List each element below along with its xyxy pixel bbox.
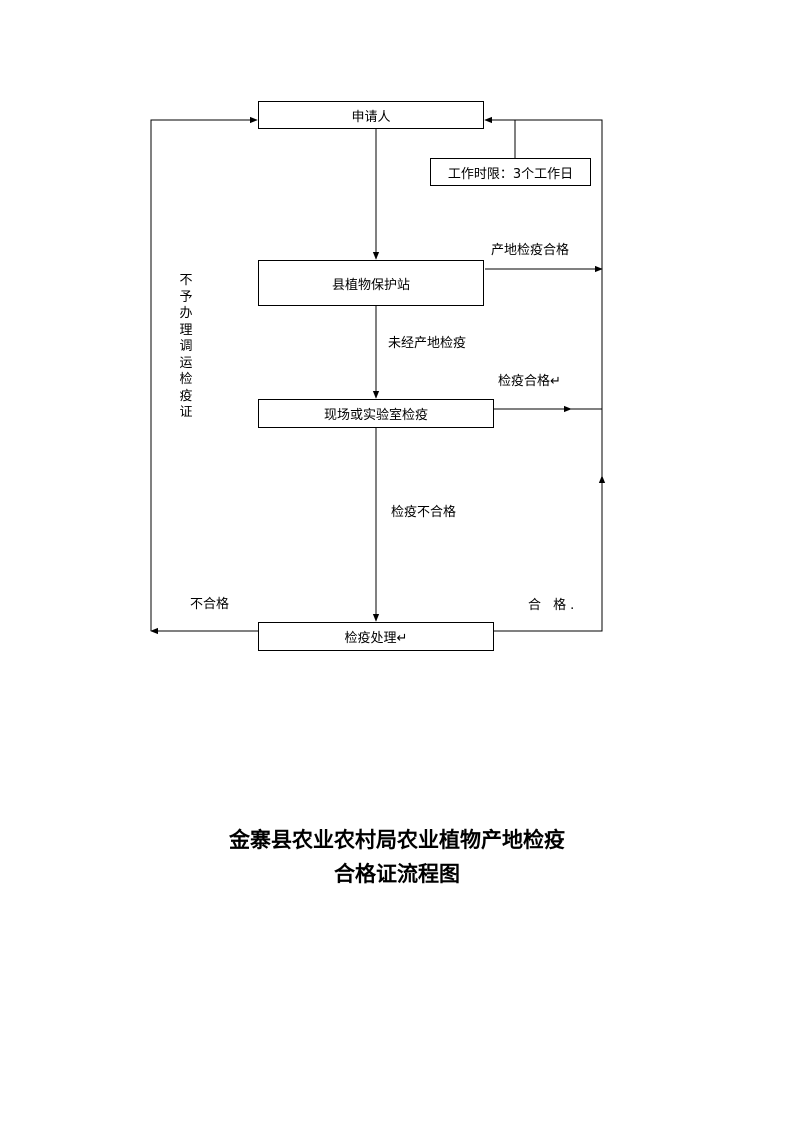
flowchart: 申请人 工作时限：3个工作日 县植物保护站 现场或实验室检疫 检疫处理↵ 产地检… [150, 101, 606, 651]
county-station-box: 县植物保护站 [258, 260, 484, 306]
work-time-box: 工作时限：3个工作日 [430, 158, 591, 186]
connector-return-to-applicant [484, 116, 603, 476]
edge-label-inspection-failed: 检疫不合格 [391, 505, 457, 520]
county-station-label: 县植物保护站 [331, 277, 410, 293]
quarantine-handling-label: 检疫处理↵ [344, 631, 408, 646]
field-lab-inspection-label: 现场或实验室检疫 [323, 408, 428, 423]
edge-label-passed: 合 格. [528, 598, 579, 613]
flowchart-connectors [150, 116, 606, 635]
edge-label-no-origin-inspection: 未经产地检疫 [388, 336, 467, 351]
side-label-no-permit: 不予办理调运检疫证 [179, 273, 193, 420]
applicant-box: 申请人 [258, 101, 484, 129]
field-lab-inspection-box: 现场或实验室检疫 [258, 399, 494, 428]
caption-line-2: 合格证流程图 [334, 861, 460, 886]
edge-label-inspection-passed: 检疫合格↵ [498, 374, 561, 389]
work-time-label: 工作时限：3个工作日 [447, 166, 574, 182]
applicant-label: 申请人 [351, 109, 391, 125]
connector-handling-passed [494, 475, 606, 632]
edge-label-failed: 不合格 [190, 597, 230, 612]
connector-left-return-to-applicant [150, 116, 258, 631]
caption-line-1: 金寨县农业农村局农业植物产地检疫 [229, 827, 565, 852]
edge-label-origin-passed: 产地检疫合格 [491, 243, 570, 258]
quarantine-handling-box: 检疫处理↵ [258, 622, 494, 651]
